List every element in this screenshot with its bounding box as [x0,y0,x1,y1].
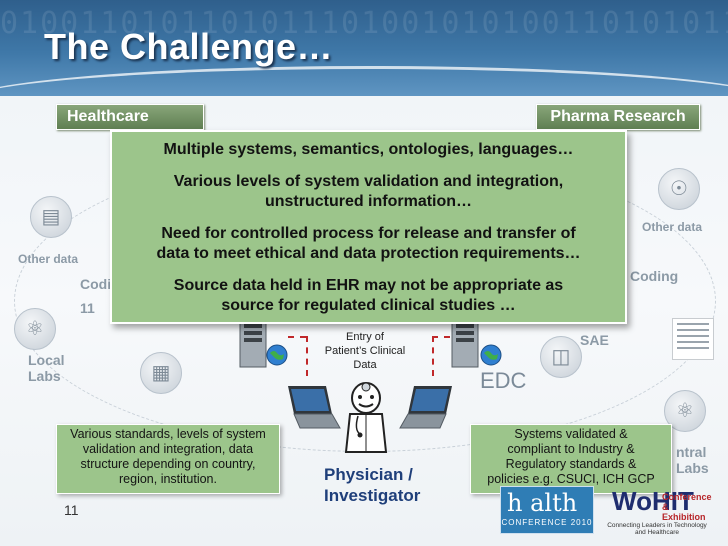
banner-digits: 0100110101101011101001010100110101011011 [0,6,728,41]
healthcare-tag: Healthcare [56,104,204,130]
entry-of-data-label: Entry of Patient’s Clinical Data [320,330,410,372]
coding-right-label: Coding [630,268,679,284]
document-icon [672,318,714,360]
other-data-left-label: Other data [18,252,79,266]
wohit-logo: WoHIT Conference & Exhibition Connecting… [606,484,711,536]
challenge-line-6: Source data held in EHR may not be appro… [173,277,564,294]
right-server-icon [451,318,479,368]
doctor-figure-icon [344,382,388,453]
pharma-note-line-3: Regulatory standards & [505,457,637,471]
wohit-logo-sub2: Connecting Leaders in Technology and Hea… [607,522,707,536]
slide-title: The Challenge… [44,26,334,67]
healthcare-note-box: Various standards, levels of system vali… [56,424,280,494]
healthcare-note-line-4: region, institution. [119,472,217,486]
wohit-logo-word: WoHIT [612,486,694,516]
lab-microscope-icon: ⚛ [664,390,706,432]
wohit-logo-sub1: Conference & Exhibition [662,492,712,522]
page-number: 11 [64,502,79,518]
health-logo-sub: CONFERENCE 2010 [501,518,593,527]
banner-swoosh [0,66,728,96]
central-labs-label-1: ntral [676,444,707,460]
right-globe-icon [480,344,502,366]
physician-line-1: Physician / [324,465,413,484]
challenge-line-7: source for regulated clinical studies … [221,297,516,314]
tower-icon: ▦ [140,352,182,394]
left-server-icon [239,318,267,368]
edc-label: EDC [480,368,527,393]
coding-left-label: Codin [80,276,120,292]
left-dashed-arrow [306,336,308,376]
pharma-research-tag: Pharma Research [536,104,700,130]
sae-label: SAE [580,332,609,348]
left-globe-icon [266,344,288,366]
right-laptop-icon [399,386,452,429]
central-labs-label-2: Labs [676,460,709,476]
physician-line-2: Investigator [324,486,421,505]
pharma-note-line-2: compliant to Industry & [507,442,635,456]
healthcare-note-line-1: Various standards, levels of system [70,427,266,441]
challenge-callout-box: Multiple systems, semantics, ontologies,… [110,130,627,324]
left-dashed-arrow-head [288,336,306,338]
left-laptop-icon [288,386,341,429]
right-dashed-arrow-head [432,336,450,338]
right-dashed-arrow [432,336,434,376]
entry-line-3: Data [353,359,377,371]
disc-icon: ☉ [658,168,700,210]
challenge-line-5: data to meet ethical and data protection… [156,245,581,262]
other-data-right-label: Other data [642,220,703,234]
challenge-line-1: Multiple systems, semantics, ontologies,… [163,141,574,158]
challenge-line-4: Need for controlled process for release … [161,225,576,242]
microscope-icon: ⚛ [14,308,56,350]
healthcare-note-line-3: structure depending on country, [80,457,256,471]
pharma-note-box: Systems validated & compliant to Industr… [470,424,672,494]
health-conference-logo: h alth CONFERENCE 2010 [500,486,594,534]
local-labs-label-1: Local [28,352,65,368]
title-banner: 0100110101101011101001010100110101011011… [0,0,728,96]
healthcare-note-line-2: validation and integration, data [82,442,254,456]
database-server-icon: ◫ [540,336,582,378]
ghost-eleven-label: 11 [80,300,95,316]
entry-line-1: Entry of [346,331,384,343]
physician-investigator-label: Physician / Investigator [324,464,420,506]
health-logo-word: h alth [507,489,578,517]
pharma-note-line-1: Systems validated & [514,427,628,441]
pharma-note-line-4: policies e.g. CSUCI, ICH GCP [487,472,655,486]
challenge-line-2: Various levels of system validation and … [173,173,564,190]
local-labs-label-2: Labs [28,368,61,384]
entry-line-2: Patient’s Clinical [324,345,406,357]
challenge-line-3: unstructured information… [264,193,473,210]
computer-icon: ▤ [30,196,72,238]
